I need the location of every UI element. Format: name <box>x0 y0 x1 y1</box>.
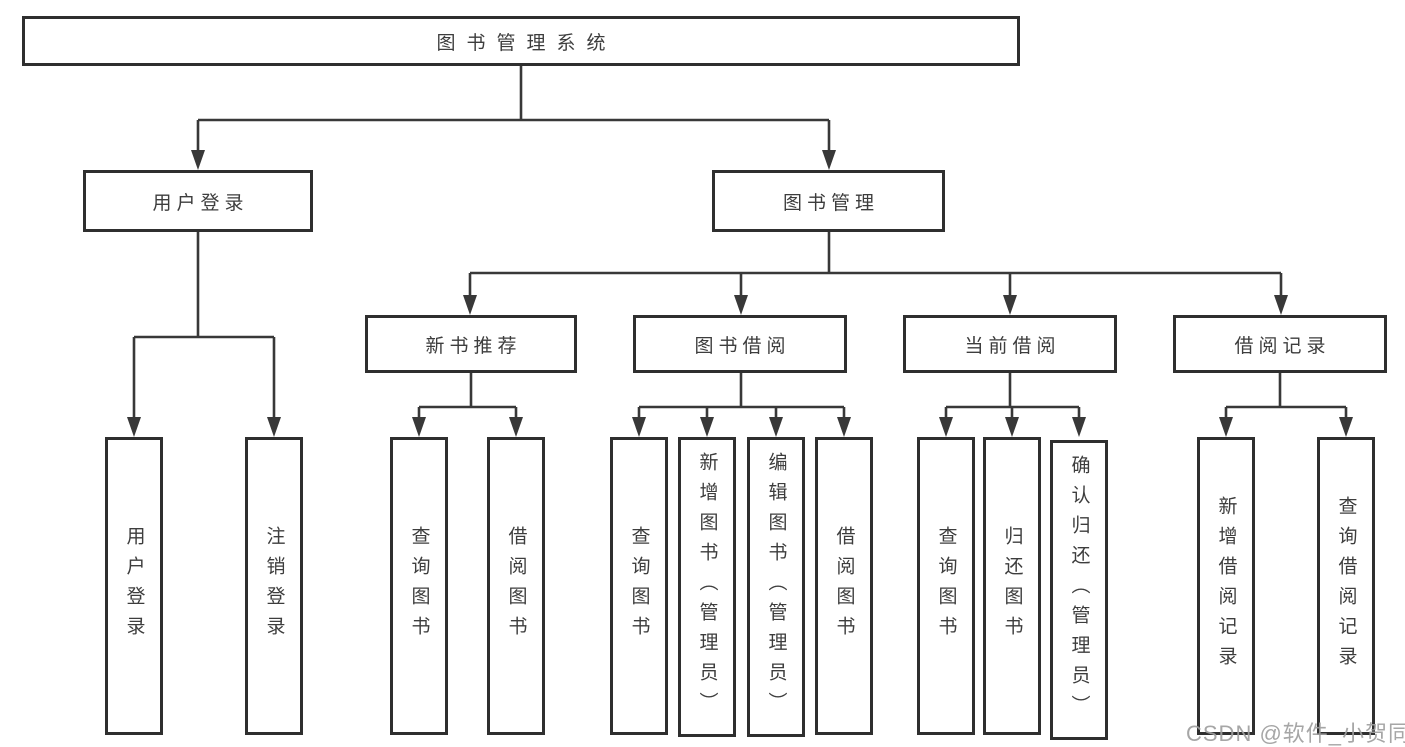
leaf-logout: 注销登录 <box>245 437 303 735</box>
arrow-down-icon <box>939 417 953 437</box>
node-user-login-group: 用户登录 <box>83 170 313 232</box>
leaf-add-book-admin: 新增图书（管理员） <box>678 437 736 737</box>
arrow-down-icon <box>1339 417 1353 437</box>
leaf-query-books-borrowing: 查询图书 <box>610 437 668 735</box>
arrow-down-icon <box>127 417 141 437</box>
node-book-management: 图书管理 <box>712 170 945 232</box>
arrow-down-icon <box>734 295 748 315</box>
arrow-down-icon <box>837 417 851 437</box>
arrow-down-icon <box>267 417 281 437</box>
arrow-down-icon <box>1003 295 1017 315</box>
arrow-down-icon <box>191 150 205 170</box>
leaf-user-login: 用户登录 <box>105 437 163 735</box>
leaf-confirm-return-admin: 确认归还（管理员） <box>1050 440 1108 740</box>
leaf-borrow-books-recommend: 借阅图书 <box>487 437 545 735</box>
arrow-down-icon <box>822 150 836 170</box>
node-book-borrowing: 图书借阅 <box>633 315 847 373</box>
leaf-query-books-recommend: 查询图书 <box>390 437 448 735</box>
arrow-down-icon <box>632 417 646 437</box>
node-borrowing-records: 借阅记录 <box>1173 315 1387 373</box>
leaf-query-borrow-record: 查询借阅记录 <box>1317 437 1375 735</box>
arrow-down-icon <box>700 417 714 437</box>
arrow-down-icon <box>1072 417 1086 437</box>
arrow-down-icon <box>1274 295 1288 315</box>
leaf-edit-book-admin: 编辑图书（管理员） <box>747 437 805 737</box>
node-library-management-system: 图书管理系统 <box>22 16 1020 66</box>
arrow-down-icon <box>463 295 477 315</box>
arrow-down-icon <box>509 417 523 437</box>
leaf-add-borrow-record: 新增借阅记录 <box>1197 437 1255 735</box>
arrow-down-icon <box>769 417 783 437</box>
leaf-return-books: 归还图书 <box>983 437 1041 735</box>
arrow-down-icon <box>412 417 426 437</box>
leaf-query-books-current: 查询图书 <box>917 437 975 735</box>
node-current-borrowing: 当前借阅 <box>903 315 1117 373</box>
arrow-down-icon <box>1219 417 1233 437</box>
leaf-borrow-books-borrowing: 借阅图书 <box>815 437 873 735</box>
arrow-down-icon <box>1005 417 1019 437</box>
node-new-book-recommendation: 新书推荐 <box>365 315 577 373</box>
